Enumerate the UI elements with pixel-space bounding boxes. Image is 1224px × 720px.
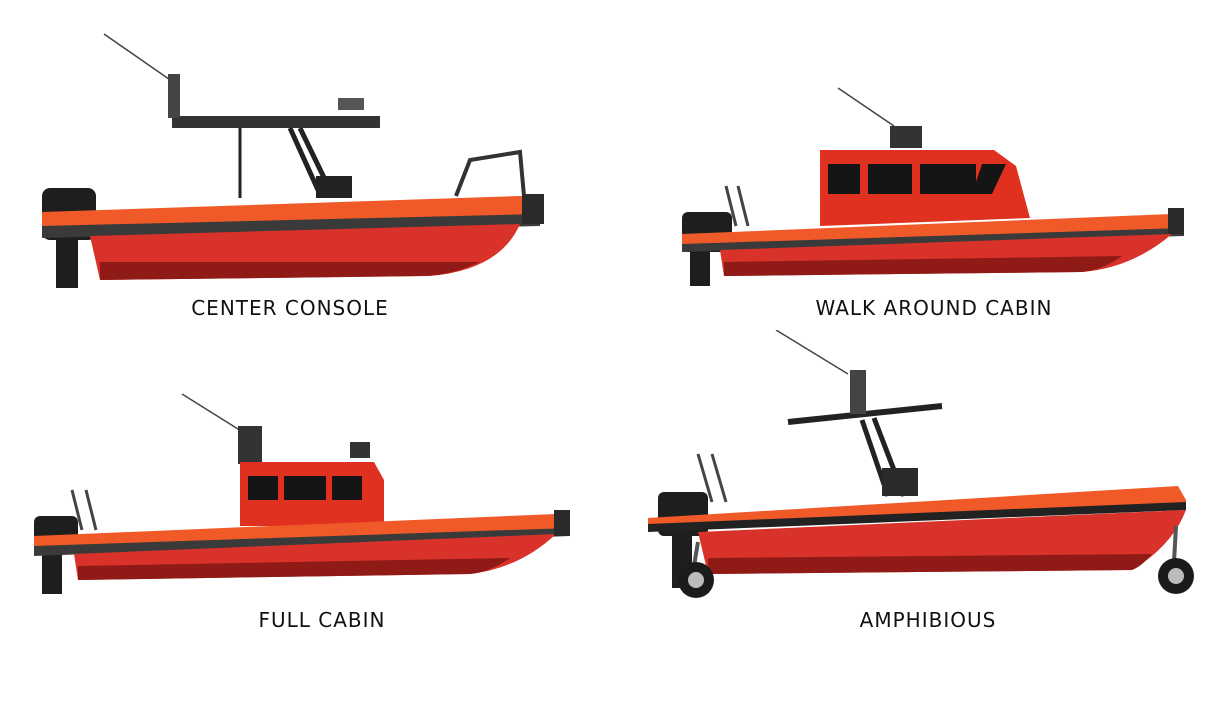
- boat-label-walk-around-cabin: WALK AROUND CABIN: [815, 296, 1053, 320]
- boat-label-full-cabin: FULL CABIN: [258, 608, 386, 632]
- boat-label-center-console: CENTER CONSOLE: [191, 296, 389, 320]
- walk-around-cabin-boat-image: [682, 87, 1184, 286]
- boat-card-full-cabin: FULL CABIN: [0, 330, 612, 660]
- boat-card-center-console: CENTER CONSOLE: [0, 0, 612, 330]
- boat-label-amphibious: AMPHIBIOUS: [859, 608, 997, 632]
- center-console-boat-image: [42, 33, 544, 288]
- full-cabin-boat-image: [34, 393, 570, 594]
- amphibious-boat-image: [648, 330, 1194, 598]
- boat-card-walk-around-cabin: WALK AROUND CABIN: [612, 0, 1224, 330]
- boat-card-amphibious: AMPHIBIOUS: [612, 330, 1224, 660]
